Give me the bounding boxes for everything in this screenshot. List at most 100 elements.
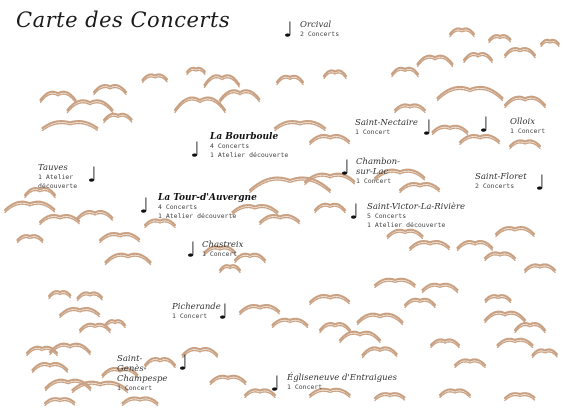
hill-stroke <box>408 240 452 250</box>
hill-stroke <box>4 203 56 214</box>
hill-stroke <box>16 234 44 242</box>
place-name: La Bourboule <box>210 132 279 142</box>
hill-stroke <box>409 242 451 252</box>
hill-stroke <box>71 383 129 394</box>
hill-stroke <box>92 84 128 94</box>
place-detail: 4 Concerts <box>210 142 250 150</box>
hill-stroke <box>504 98 546 109</box>
music-note-icon: ♩ <box>188 138 202 163</box>
hill-stroke <box>309 296 351 306</box>
place-name: Saint-Genès-Champespe <box>117 354 168 384</box>
hill-stroke <box>181 349 219 359</box>
hill-stroke <box>71 380 129 392</box>
hill-stroke <box>66 99 114 112</box>
hill-stroke <box>218 264 242 272</box>
music-note-icon: ♩ <box>137 194 151 219</box>
hill-stroke <box>421 282 459 292</box>
hill-stroke <box>104 252 152 264</box>
hill-stroke <box>448 27 476 36</box>
place-detail: 1 Atelier découverte <box>210 150 289 159</box>
hill-stroke <box>16 236 44 244</box>
hill-stroke <box>76 294 104 302</box>
hill-stroke <box>487 34 513 42</box>
hill-stroke <box>218 89 262 102</box>
hill-stroke <box>456 240 494 250</box>
hill-stroke <box>403 297 437 307</box>
hill-stroke <box>540 41 560 48</box>
hill-stroke <box>503 47 537 57</box>
hill-stroke <box>373 168 427 180</box>
hill-stroke <box>339 333 381 344</box>
hill-stroke <box>308 387 352 397</box>
place-name: Égliseneuve d'Entraigues <box>287 373 398 383</box>
place-detail: 2 Concerts <box>475 182 515 190</box>
hill-stroke <box>48 292 72 300</box>
place-name: Orcival <box>300 20 332 30</box>
hill-stroke <box>76 291 104 300</box>
place-name: Saint-Floret <box>475 172 527 182</box>
hill-stroke <box>429 338 461 347</box>
place-detail: 1 Atelier découverte <box>158 211 237 220</box>
hill-stroke <box>416 57 454 68</box>
hill-stroke <box>59 309 101 319</box>
hill-stroke <box>373 392 407 400</box>
hill-stroke <box>186 69 206 76</box>
hill-stroke <box>275 74 305 84</box>
place-detail: 1 Concert <box>117 384 153 392</box>
music-note-icon: ♩ <box>281 18 295 43</box>
hill-stroke <box>373 277 417 287</box>
hill-stroke <box>238 304 282 314</box>
hill-stroke <box>39 216 81 226</box>
hill-stroke <box>244 391 276 399</box>
hill-stroke <box>484 296 512 304</box>
hill-stroke <box>462 52 494 62</box>
hill-stroke <box>258 214 302 224</box>
hill-stroke <box>259 216 301 226</box>
place-detail: 1 Atelier <box>38 173 74 181</box>
hill-stroke <box>41 122 99 132</box>
hill-stroke <box>104 321 126 329</box>
hill-stroke <box>103 319 127 327</box>
hill-stroke <box>483 310 527 322</box>
hill-stroke <box>524 266 556 274</box>
hill-stroke <box>271 317 309 327</box>
hill-stroke <box>204 248 236 256</box>
hill-stroke <box>248 176 332 192</box>
hill-stroke <box>309 390 351 399</box>
place-detail: 2 Concerts <box>300 30 340 38</box>
hill-stroke <box>203 77 241 89</box>
hill-stroke <box>438 388 472 397</box>
hill-stroke <box>309 136 351 146</box>
hill-stroke <box>431 127 469 136</box>
hill-stroke <box>338 330 382 342</box>
hill-stroke <box>102 112 134 122</box>
hill-stroke <box>39 93 77 104</box>
hill-stroke <box>231 206 279 216</box>
hill-stroke <box>449 30 475 38</box>
hill-stroke <box>31 364 69 374</box>
hill-stroke <box>494 226 536 236</box>
hill-stroke <box>439 391 471 399</box>
hill-stroke <box>513 322 547 332</box>
hill-stroke <box>356 312 404 324</box>
hill-stroke <box>143 218 177 227</box>
hill-stroke <box>456 242 494 252</box>
hill-stroke <box>23 187 57 197</box>
hill-stroke <box>504 394 536 402</box>
hill-stroke <box>484 254 516 262</box>
hill-stroke <box>209 374 247 384</box>
hill-stroke <box>233 252 267 262</box>
hill-stroke <box>504 49 536 59</box>
hill-stroke <box>404 300 436 309</box>
hill-stroke <box>453 358 487 367</box>
place-name: Saint-Victor-La-Rivière <box>367 202 466 212</box>
hill-stroke <box>394 106 426 114</box>
place-detail: 1 Concert <box>510 127 546 135</box>
